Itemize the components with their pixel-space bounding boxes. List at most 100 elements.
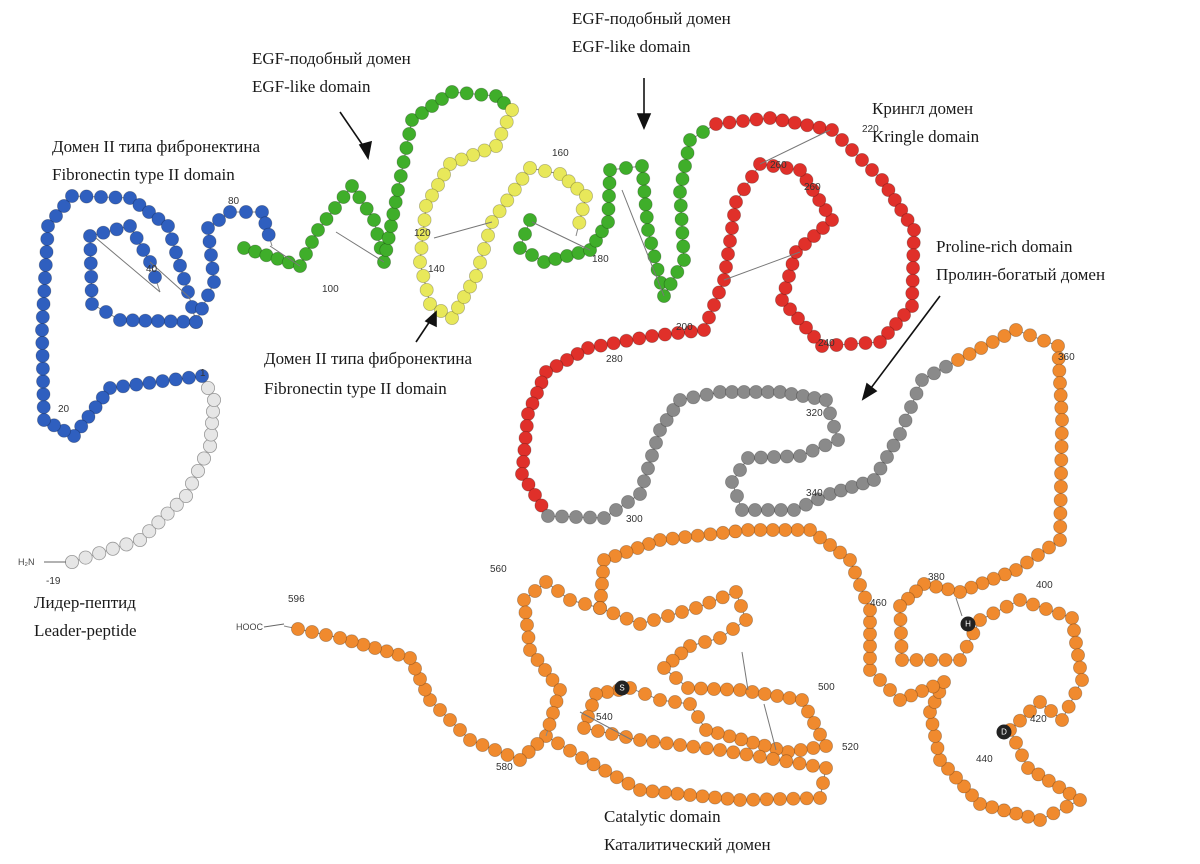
- residue-bead: [637, 474, 652, 489]
- residue-bead: [418, 198, 433, 213]
- residue-bead: [577, 721, 592, 736]
- residue-bead: [816, 220, 831, 235]
- residue-bead: [150, 313, 165, 328]
- residue-bead: [539, 575, 554, 590]
- residue-bead: [698, 635, 713, 650]
- residue-bead: [668, 695, 683, 710]
- residue-bead: [905, 273, 920, 288]
- residue-bead: [873, 334, 888, 349]
- residue-bead: [116, 379, 131, 394]
- catalytic-label-ru: Каталитический домен: [604, 835, 771, 854]
- residue-bead: [609, 502, 624, 517]
- residue-bead: [670, 264, 685, 279]
- residue-bead: [462, 733, 477, 748]
- residue-bead: [905, 286, 920, 301]
- residue-bead: [713, 384, 728, 399]
- residue-bead: [525, 247, 540, 262]
- residue-bead: [855, 152, 870, 167]
- residue-bead: [696, 125, 711, 140]
- residue-bead: [414, 106, 429, 121]
- residue-bead: [702, 310, 717, 325]
- residue-bead: [663, 276, 678, 291]
- residue-bead: [327, 200, 342, 215]
- residue-bead: [657, 661, 672, 676]
- residue-bead: [517, 442, 532, 457]
- chain-backbone: [521, 117, 915, 517]
- residue-bead: [417, 212, 432, 227]
- residue-bead: [1031, 548, 1046, 563]
- residue-bead: [492, 204, 507, 219]
- residue-bead: [1054, 439, 1069, 454]
- residue-bead: [710, 726, 725, 741]
- residue-bead: [1013, 593, 1028, 608]
- residue-bead: [1052, 780, 1067, 795]
- residue-bead: [412, 254, 427, 269]
- residue-bead: [645, 448, 660, 463]
- residue-bead: [813, 530, 828, 545]
- residue-bead: [909, 653, 924, 668]
- residue-bead: [863, 627, 878, 642]
- residue-bead: [1021, 809, 1036, 824]
- residue-bead: [1071, 648, 1086, 663]
- residue-bead: [129, 230, 144, 245]
- residue-bead: [530, 737, 545, 752]
- residue-bead: [422, 296, 437, 311]
- residue-bead: [843, 553, 858, 568]
- pos-240: 240: [818, 338, 835, 349]
- residue-bead: [767, 449, 782, 464]
- egf2-label-en: EGF-like domain: [572, 37, 691, 56]
- disulfide-bond: [763, 703, 777, 751]
- residue-bead: [645, 328, 660, 343]
- residue-bead: [414, 240, 429, 255]
- disulfide-bond: [433, 221, 493, 239]
- residue-bead: [736, 114, 751, 129]
- residue-bead: [973, 797, 988, 812]
- residue-bead: [36, 387, 51, 402]
- residue-bead: [433, 303, 448, 318]
- residue-bead: [812, 120, 827, 135]
- residue-bead: [593, 601, 608, 616]
- residue-bead: [359, 201, 374, 216]
- residue-bead: [784, 386, 799, 401]
- residue-bead: [596, 565, 611, 580]
- residue-bead: [734, 732, 749, 747]
- residue-bead: [1053, 533, 1068, 548]
- residue-bead: [35, 348, 50, 363]
- arrow-fibronectin2-head: [424, 310, 437, 328]
- residue-bead: [381, 230, 396, 245]
- pos-20: 20: [58, 404, 70, 415]
- residue-bead: [65, 555, 80, 570]
- residue-bead: [644, 236, 659, 251]
- residue-bead: [504, 103, 519, 118]
- residue-bead: [928, 729, 943, 744]
- residue-bead: [635, 158, 650, 173]
- residue-bead: [897, 307, 912, 322]
- residue-bead: [450, 300, 465, 315]
- residue-bead: [749, 112, 764, 127]
- residue-bead: [1037, 333, 1052, 348]
- residue-bead: [889, 316, 904, 331]
- residue-bead: [962, 346, 977, 361]
- residue-bead: [444, 310, 459, 325]
- residue-bead: [379, 242, 394, 257]
- residue-bead: [571, 245, 586, 260]
- residue-bead: [480, 228, 495, 243]
- residue-bead: [737, 182, 752, 197]
- residue-bead: [775, 113, 790, 128]
- residue-bead: [35, 322, 50, 337]
- residue-bead: [805, 758, 820, 773]
- residue-bead: [589, 233, 604, 248]
- residue-bead: [725, 384, 740, 399]
- residue-bead: [1053, 519, 1068, 534]
- residue-bead: [366, 212, 381, 227]
- residue-bead: [528, 487, 543, 502]
- residue-bead: [542, 717, 557, 732]
- residue-bead: [99, 304, 114, 319]
- residue-bead: [304, 234, 319, 249]
- residue-bead: [661, 609, 676, 624]
- residue-bead: [513, 240, 528, 255]
- chain-fibronectin-a: [35, 188, 209, 443]
- fibronectin2-label-ru: Домен II типа фибронектина: [264, 349, 472, 368]
- residue-bead: [41, 218, 56, 233]
- residue-bead: [40, 231, 55, 246]
